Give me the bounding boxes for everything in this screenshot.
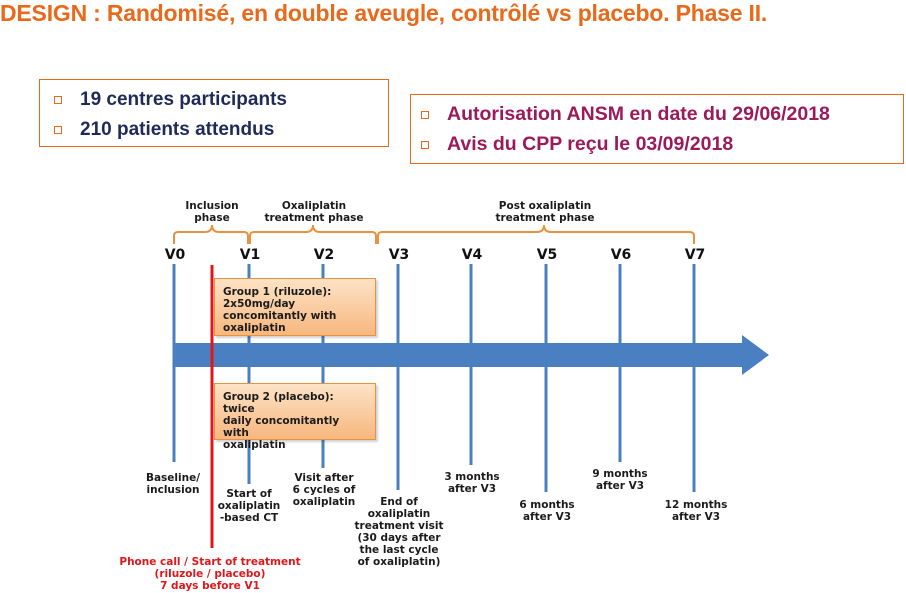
v4-description: 3 months after V3 xyxy=(444,471,500,495)
v5-description: 6 months after V3 xyxy=(519,499,575,523)
treatment-phase-label: Oxaliplatin treatment phase xyxy=(264,200,364,224)
bullet-text: 19 centres participants xyxy=(80,89,287,110)
group1-box: Group 1 (riluzole): 2x50mg/day concomita… xyxy=(214,278,376,336)
bullet-item: 19 centres participants xyxy=(54,89,287,111)
inclusion-brace xyxy=(173,224,249,244)
v3-description: End of oxaliplatin treatment visit (30 d… xyxy=(354,496,444,568)
bullet-text: 210 patients attendus xyxy=(80,119,275,140)
visit-label-v2: V2 xyxy=(313,247,335,263)
visit-label-v7: V7 xyxy=(684,247,706,263)
timeline-arrow xyxy=(174,335,769,375)
visit-label-v4: V4 xyxy=(461,247,483,263)
square-bullet-icon xyxy=(54,126,62,134)
bullet-text: Avis du CPP reçu le 03/09/2018 xyxy=(447,133,734,155)
bullet-item: Autorisation ANSM en date du 29/06/2018 xyxy=(421,103,830,126)
visit-label-v0: V0 xyxy=(164,247,186,263)
visit-label-v5: V5 xyxy=(536,247,558,263)
visit-label-v3: V3 xyxy=(388,247,410,263)
v0-description: Baseline/ inclusion xyxy=(145,472,201,496)
v2-description: Visit after 6 cycles of oxaliplatin xyxy=(292,472,356,508)
v1-description: Start of oxaliplatin -based CT xyxy=(217,488,281,524)
phone-call-label: Phone call / Start of treatment (riluzol… xyxy=(119,556,301,592)
post-brace xyxy=(377,224,695,244)
visit-label-v1: V1 xyxy=(239,247,261,263)
treatment-brace xyxy=(249,224,377,244)
square-bullet-icon xyxy=(54,96,62,104)
inclusion-phase-label: Inclusion phase xyxy=(185,200,239,224)
bullet-item: Avis du CPP reçu le 03/09/2018 xyxy=(421,133,733,156)
bullet-text: Autorisation ANSM en date du 29/06/2018 xyxy=(447,103,830,125)
visit-label-v6: V6 xyxy=(610,247,632,263)
v7-description: 12 months after V3 xyxy=(664,499,728,523)
square-bullet-icon xyxy=(421,110,429,119)
page-title: DESIGN : Randomisé, en double aveugle, c… xyxy=(0,0,768,26)
bullet-item: 210 patients attendus xyxy=(54,119,274,141)
square-bullet-icon xyxy=(421,140,429,149)
centres-box: 19 centres participants 210 patients att… xyxy=(39,79,389,147)
v6-description: 9 months after V3 xyxy=(592,468,648,492)
post-phase-label: Post oxaliplatin treatment phase xyxy=(495,200,595,224)
authorisation-box: Autorisation ANSM en date du 29/06/2018 … xyxy=(410,94,904,164)
group2-box: Group 2 (placebo): twice daily concomita… xyxy=(214,383,376,451)
